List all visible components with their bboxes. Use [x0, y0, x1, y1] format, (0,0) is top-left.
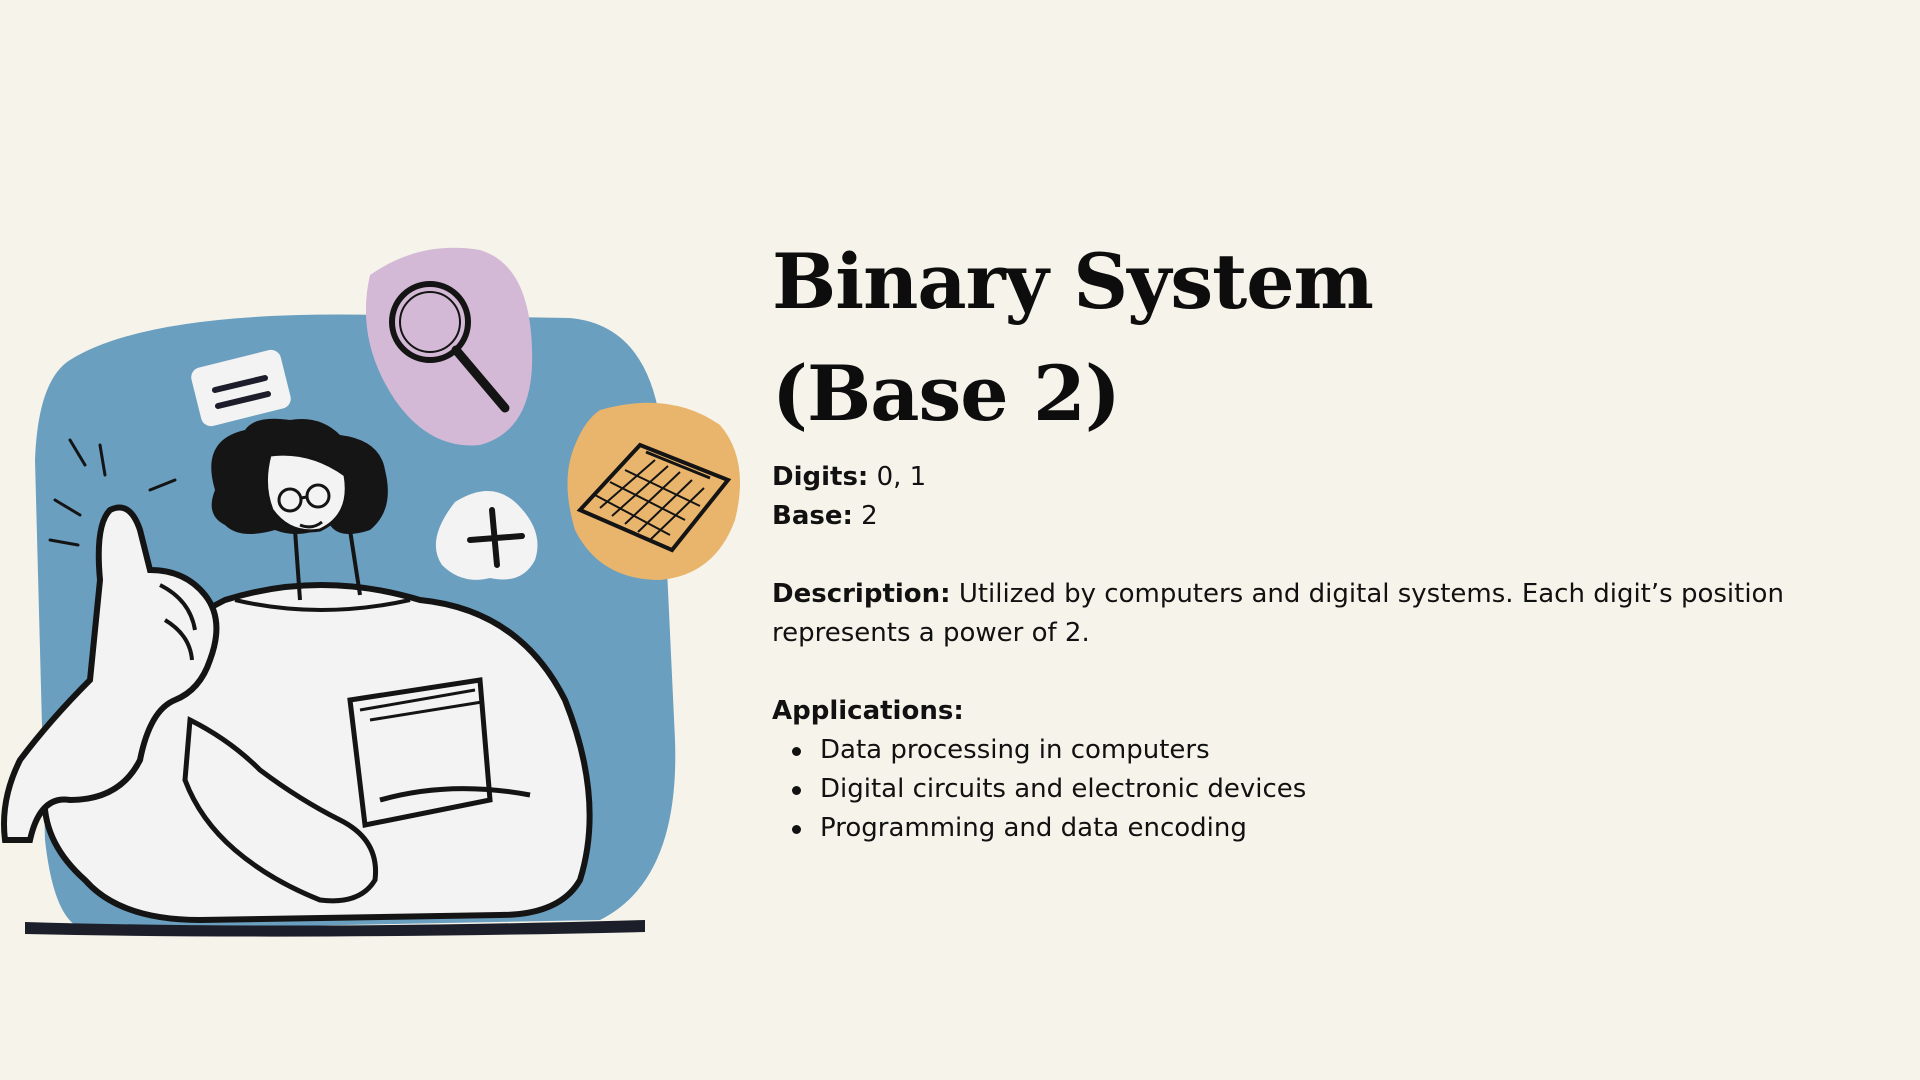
ground-line	[25, 920, 645, 937]
description-text: Utilized by computers and digital system…	[772, 579, 1784, 648]
digits-value: 0, 1	[876, 462, 927, 492]
calculator-icon	[567, 402, 740, 580]
page-title: Binary System (Base 2)	[772, 226, 1872, 450]
teacher-illustration	[0, 240, 750, 940]
description-label: Description:	[772, 579, 951, 609]
description-row: Description: Utilized by computers and d…	[772, 575, 1872, 653]
digits-row: Digits: 0, 1	[772, 458, 1872, 497]
list-item: Programming and data encoding	[792, 809, 1872, 848]
title-line-2: (Base 2)	[772, 349, 1121, 438]
content-panel: Binary System (Base 2) Digits: 0, 1 Base…	[772, 226, 1872, 848]
list-item: Digital circuits and electronic devices	[792, 770, 1872, 809]
base-label: Base:	[772, 501, 853, 531]
equals-icon	[191, 349, 291, 427]
applications-label: Applications:	[772, 696, 964, 726]
applications-row: Applications:	[772, 692, 1872, 731]
title-line-1: Binary System	[772, 237, 1374, 326]
spacer	[772, 653, 1872, 692]
plus-icon	[435, 491, 538, 580]
base-value: 2	[861, 501, 878, 531]
list-item: Data processing in computers	[792, 731, 1872, 770]
base-row: Base: 2	[772, 497, 1872, 536]
details: Digits: 0, 1 Base: 2 Description: Utiliz…	[772, 458, 1872, 848]
magnifier-icon	[365, 247, 533, 446]
digits-label: Digits:	[772, 462, 869, 492]
applications-list: Data processing in computers Digital cir…	[772, 731, 1872, 848]
thumbs-up-icon	[1, 438, 220, 843]
spacer	[772, 536, 1872, 575]
